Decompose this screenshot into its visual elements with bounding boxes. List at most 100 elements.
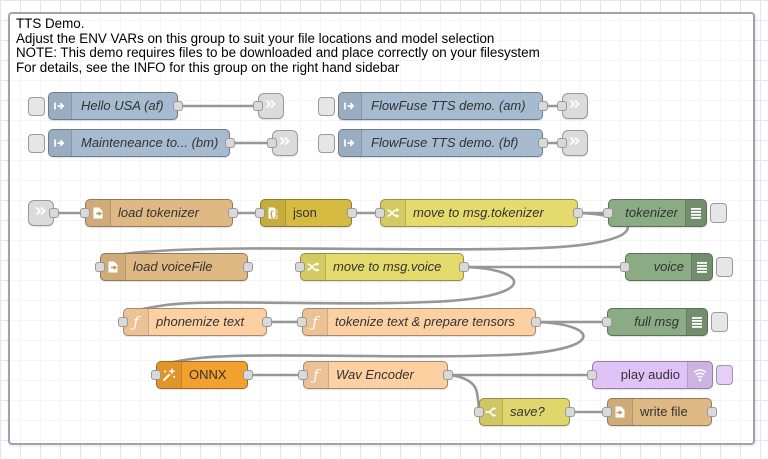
node-tokenize-text-prepare-tensors[interactable]: ƒ tokenize text & prepare tensors bbox=[302, 308, 536, 336]
node-inject-hello-usa[interactable]: Hello USA (af) bbox=[48, 92, 178, 120]
output-port[interactable] bbox=[225, 138, 235, 148]
input-port[interactable] bbox=[557, 101, 567, 111]
link-arrow-icon bbox=[568, 97, 582, 116]
output-port[interactable] bbox=[531, 317, 541, 327]
inject-button[interactable] bbox=[28, 134, 45, 153]
input-port[interactable] bbox=[602, 317, 612, 327]
node-phonemize-text[interactable]: ƒ phonemize text bbox=[123, 308, 267, 336]
link-arrow-icon bbox=[568, 134, 582, 153]
inject-button[interactable] bbox=[318, 97, 335, 116]
debug-toggle-button[interactable] bbox=[716, 257, 733, 277]
arrow-in-icon bbox=[339, 130, 362, 156]
input-port[interactable] bbox=[255, 208, 265, 218]
node-label: Hello USA (af) bbox=[81, 98, 164, 113]
input-port[interactable] bbox=[95, 262, 105, 272]
input-port[interactable] bbox=[474, 407, 484, 417]
input-port[interactable] bbox=[602, 407, 612, 417]
file-out-icon bbox=[101, 254, 126, 280]
input-port[interactable] bbox=[603, 208, 613, 218]
output-port[interactable] bbox=[443, 370, 453, 380]
output-port[interactable] bbox=[173, 101, 183, 111]
node-label: phonemize text bbox=[156, 314, 245, 329]
output-port[interactable] bbox=[538, 101, 548, 111]
node-label: load voiceFile bbox=[133, 259, 213, 274]
shuffle-icon bbox=[301, 254, 326, 280]
svg-text:{}: {} bbox=[269, 209, 278, 218]
node-write-file[interactable]: write file bbox=[607, 398, 712, 426]
debug-toggle-button[interactable] bbox=[710, 203, 727, 223]
node-label: FlowFuse TTS demo. (bf) bbox=[371, 135, 519, 150]
wire[interactable] bbox=[98, 211, 629, 269]
node-save-switch[interactable]: save? bbox=[479, 398, 570, 426]
node-label: tokenize text & prepare tensors bbox=[335, 314, 515, 329]
link-arrow-icon bbox=[34, 204, 48, 223]
input-port[interactable] bbox=[118, 317, 128, 327]
node-onnx[interactable]: ONNX bbox=[156, 361, 248, 389]
node-debug-full-msg[interactable]: full msg bbox=[607, 308, 708, 336]
input-port[interactable] bbox=[620, 262, 630, 272]
node-link-in[interactable] bbox=[28, 200, 54, 226]
input-port[interactable] bbox=[295, 262, 305, 272]
link-arrow-icon bbox=[278, 134, 292, 153]
wire[interactable] bbox=[154, 320, 585, 377]
node-wav-encoder[interactable]: ƒ Wav Encoder bbox=[303, 361, 448, 389]
inject-button[interactable] bbox=[28, 97, 45, 116]
node-label: save? bbox=[510, 404, 545, 419]
arrow-in-icon bbox=[339, 93, 362, 119]
debug-list-icon bbox=[691, 254, 712, 280]
input-port[interactable] bbox=[557, 138, 567, 148]
node-label: load tokenizer bbox=[118, 205, 199, 220]
input-port[interactable] bbox=[80, 208, 90, 218]
file-in-icon bbox=[608, 399, 633, 425]
node-label: json bbox=[293, 205, 317, 220]
group-title: TTS Demo. bbox=[16, 16, 85, 31]
output-port[interactable] bbox=[573, 208, 583, 218]
group-line-2: Adjust the ENV VARs on this group to sui… bbox=[16, 30, 495, 46]
output-port[interactable] bbox=[49, 208, 59, 218]
node-load-voicefile[interactable]: load voiceFile bbox=[100, 253, 248, 281]
output-port[interactable] bbox=[262, 317, 272, 327]
node-inject-flowfuse-bf[interactable]: FlowFuse TTS demo. (bf) bbox=[338, 129, 543, 157]
function-icon: ƒ bbox=[303, 309, 328, 335]
output-port[interactable] bbox=[459, 262, 469, 272]
node-move-to-msg-voice[interactable]: move to msg.voice bbox=[300, 253, 464, 281]
input-port[interactable] bbox=[375, 208, 385, 218]
group-line-3: NOTE: This demo requires files to be dow… bbox=[16, 45, 540, 61]
output-port[interactable] bbox=[538, 138, 548, 148]
output-port[interactable] bbox=[243, 262, 253, 272]
node-json[interactable]: {} json bbox=[260, 199, 352, 227]
input-port[interactable] bbox=[151, 370, 161, 380]
play-audio-button[interactable] bbox=[716, 365, 733, 385]
input-port[interactable] bbox=[587, 370, 597, 380]
arrow-in-icon bbox=[49, 130, 72, 156]
debug-toggle-button[interactable] bbox=[711, 312, 728, 332]
output-port[interactable] bbox=[707, 407, 717, 417]
node-move-to-msg-tokenizer[interactable]: move to msg.tokenizer bbox=[380, 199, 578, 227]
node-debug-tokenizer[interactable]: tokenizer bbox=[608, 199, 707, 227]
node-load-tokenizer[interactable]: load tokenizer bbox=[85, 199, 233, 227]
magic-wand-icon bbox=[157, 362, 182, 388]
arrow-in-icon bbox=[49, 93, 72, 119]
node-inject-flowfuse-am[interactable]: FlowFuse TTS demo. (am) bbox=[338, 92, 543, 120]
output-port[interactable] bbox=[228, 208, 238, 218]
debug-list-icon bbox=[686, 309, 707, 335]
json-braces-icon: {} bbox=[261, 200, 286, 226]
node-debug-voice[interactable]: voice bbox=[625, 253, 713, 281]
node-label: tokenizer bbox=[625, 205, 678, 220]
output-port[interactable] bbox=[243, 370, 253, 380]
node-play-audio[interactable]: play audio bbox=[592, 361, 713, 389]
input-port[interactable] bbox=[297, 317, 307, 327]
wire[interactable] bbox=[446, 373, 481, 414]
node-label: Mainteneance to... (bm) bbox=[81, 135, 219, 150]
output-port[interactable] bbox=[347, 208, 357, 218]
input-port[interactable] bbox=[298, 370, 308, 380]
input-port[interactable] bbox=[253, 101, 263, 111]
node-label: voice bbox=[653, 259, 684, 274]
output-port[interactable] bbox=[565, 407, 575, 417]
node-inject-maintenance[interactable]: Mainteneance to... (bm) bbox=[48, 129, 230, 157]
inject-button[interactable] bbox=[318, 134, 335, 153]
input-port[interactable] bbox=[267, 138, 277, 148]
wire[interactable] bbox=[121, 265, 516, 324]
